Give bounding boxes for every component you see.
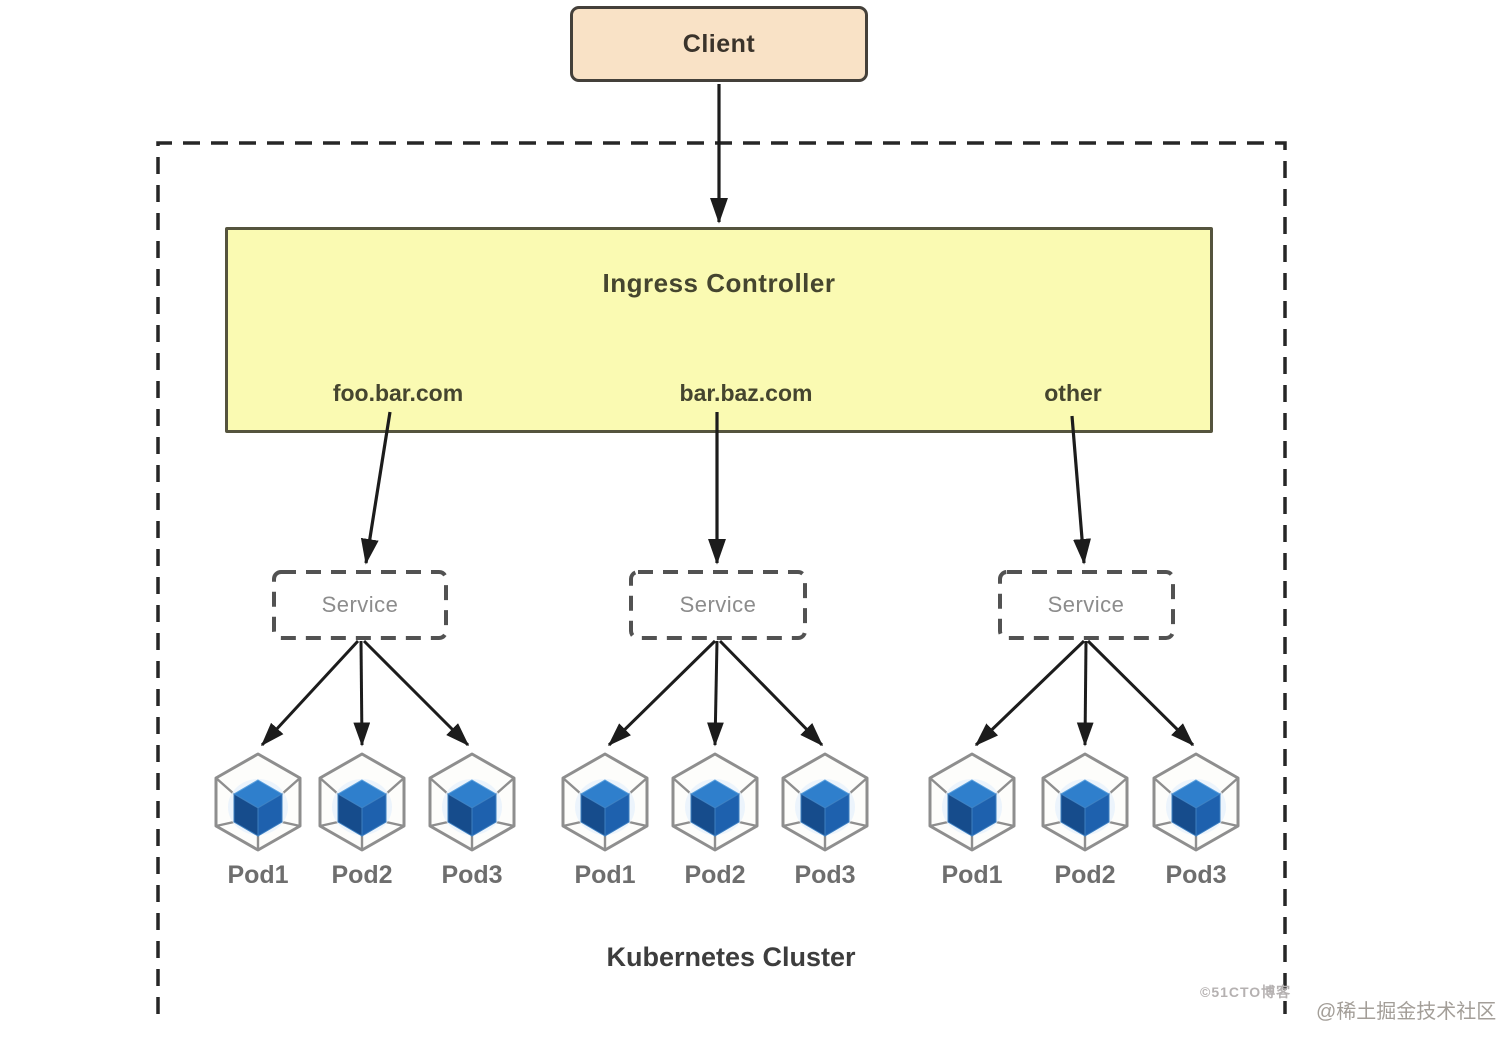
pod-icon [426, 752, 518, 852]
ingress-rule-other: other [1044, 380, 1102, 406]
pod-icon [1039, 752, 1131, 852]
pod-label: Pod3 [441, 861, 503, 889]
pod-icon [316, 752, 408, 852]
service-label-1: Service [321, 592, 399, 617]
arrow-service3-pod2 [1076, 640, 1094, 747]
client-label: Client [682, 29, 756, 58]
service-label-3: Service [1047, 592, 1125, 617]
pod: Pod2 [316, 752, 408, 890]
arrow-foo-to-service1 [360, 411, 392, 565]
pod-label: Pod1 [574, 861, 636, 889]
pod: Pod2 [669, 752, 761, 890]
pod-label: Pod1 [227, 861, 289, 889]
watermark-juejin: @稀土掘金技术社区 [1316, 1001, 1497, 1023]
ingress-controller-box: Ingress Controller foo.bar.com bar.baz.c… [225, 227, 1213, 433]
client-box: Client [570, 6, 868, 82]
watermark-51cto: ©51CTO博客 [1200, 984, 1292, 1000]
pod-label: Pod3 [794, 861, 856, 889]
arrow-service2-pod3 [718, 639, 824, 747]
ingress-rule-foo-bar-com: foo.bar.com [332, 380, 464, 406]
pod: Pod1 [212, 752, 304, 890]
arrow-service1-pod2 [353, 640, 371, 747]
pod: Pod3 [426, 752, 518, 890]
pod: Pod3 [779, 752, 871, 890]
pod-icon [212, 752, 304, 852]
pod: Pod1 [559, 752, 651, 890]
pod: Pod3 [1150, 752, 1242, 890]
pod-label: Pod1 [941, 861, 1003, 889]
pod-icon [926, 752, 1018, 852]
arrow-service2-pod2 [707, 640, 724, 747]
arrow-service3-pod3 [1086, 639, 1195, 747]
pod-label: Pod2 [1054, 861, 1116, 889]
arrow-other-to-service3 [1070, 415, 1091, 565]
pod-label: Pod2 [684, 861, 746, 889]
arrow-service1-pod1 [260, 639, 360, 747]
pod-icon [669, 752, 761, 852]
pod-label: Pod2 [331, 861, 393, 889]
pod: Pod2 [1039, 752, 1131, 890]
pod: Pod1 [926, 752, 1018, 890]
arrow-service3-pod1 [974, 639, 1086, 747]
pod-icon [559, 752, 651, 852]
arrow-service1-pod3 [362, 639, 470, 747]
arrow-service2-pod1 [607, 639, 717, 747]
ingress-rule-bar-baz-com: bar.baz.com [679, 380, 813, 406]
cluster-label: Kubernetes Cluster [606, 942, 856, 972]
pod-icon [1150, 752, 1242, 852]
pod-label: Pod3 [1165, 861, 1227, 889]
service-label-2: Service [679, 592, 757, 617]
ingress-title: Ingress Controller [602, 268, 836, 298]
pod-icon [779, 752, 871, 852]
